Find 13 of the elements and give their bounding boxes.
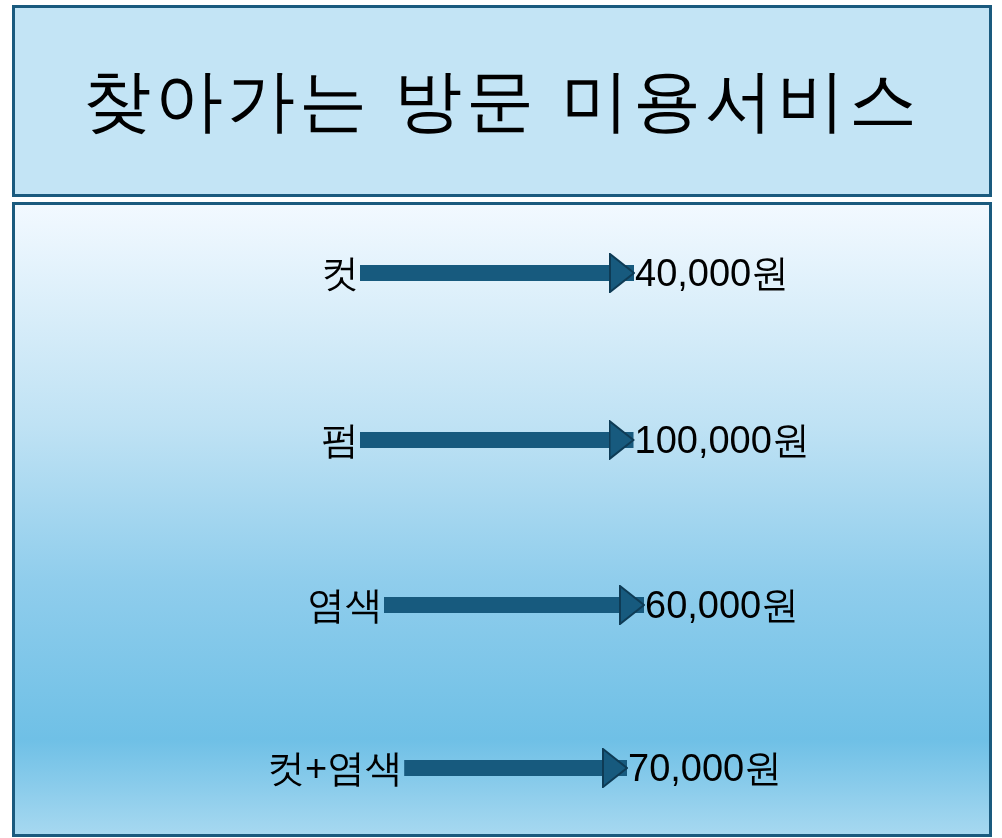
block-arrow <box>360 253 635 293</box>
block-arrow <box>384 585 645 625</box>
text-label: 펌 <box>321 415 359 465</box>
text-label: 염색 <box>307 580 383 630</box>
text-label: 40,000원 <box>635 248 790 298</box>
text-label: 100,000원 <box>634 415 810 465</box>
text-label: 60,000원 <box>645 580 800 630</box>
text-label: 70,000원 <box>628 743 783 793</box>
text-label: 컷 <box>321 248 359 298</box>
text-label: 컷+염색 <box>267 743 404 793</box>
block-arrow <box>360 420 635 460</box>
block-arrow <box>404 748 628 788</box>
title: 찾아가는 방문 미용서비스 <box>83 60 921 140</box>
